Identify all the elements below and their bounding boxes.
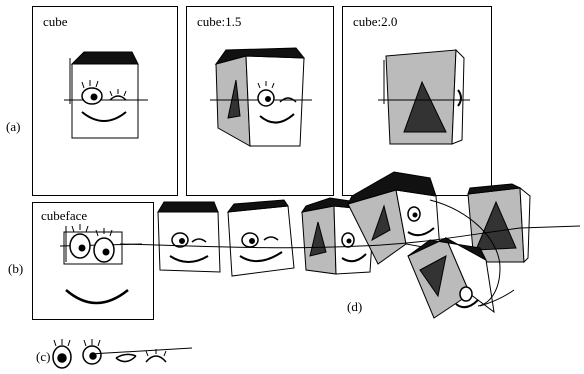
row-label-c: (c) [36, 349, 51, 364]
panel-cubeface: cubeface [32, 202, 154, 320]
eye-blink-sequence [52, 339, 193, 369]
panel-title-cube-2-0: cube:2.0 [353, 14, 398, 29]
panel-cube-1-5: cube:1.5 [186, 6, 334, 196]
panel-cube-2-0: cube:2.0 [342, 6, 492, 196]
panel-title-cube: cube [43, 14, 68, 29]
panel-title-cubeface: cubeface [41, 208, 88, 223]
row-label-d: (d) [347, 299, 363, 314]
panel-cube: cube [32, 6, 178, 196]
row-label-a: (a) [6, 119, 21, 134]
row-label-b: (b) [8, 261, 24, 276]
panel-title-cube-1-5: cube:1.5 [197, 14, 242, 29]
